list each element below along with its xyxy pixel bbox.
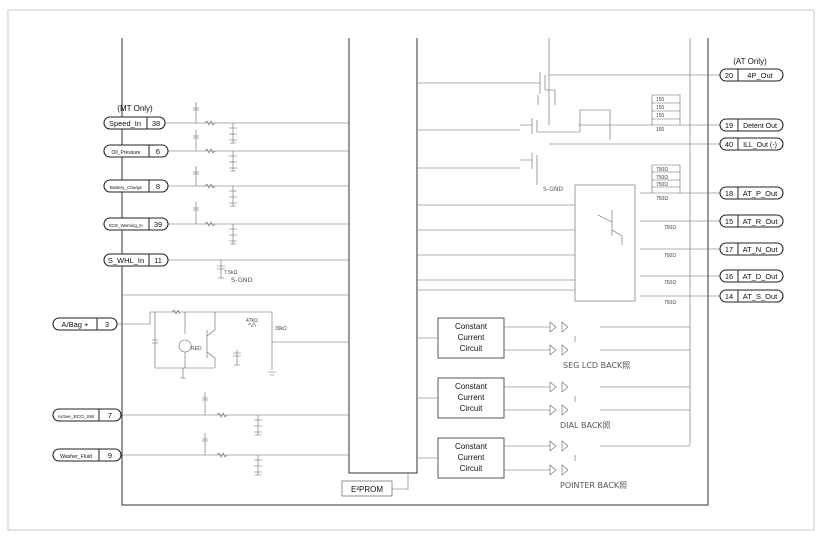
right-pin-at-d-out: 16 AT_D_Out	[719, 269, 784, 283]
mt-only-header: (MT Only)	[117, 104, 153, 113]
pin-label: AT_N_Out	[743, 245, 779, 254]
pin-number: 3	[105, 320, 109, 329]
label-750-h: 750Ω	[664, 300, 676, 306]
label-150-d: 150	[656, 127, 665, 133]
pin-label: Oil_Pressure	[112, 150, 141, 156]
pin-number: 7	[108, 411, 112, 420]
pin-label: Battery_Charge	[110, 185, 143, 190]
right-pin-4p-out: 20 4P_Out	[719, 68, 784, 82]
pin-label: ILL_Out (-)	[743, 142, 777, 149]
pin-label: 4P_Out	[747, 71, 773, 80]
input-filter-components	[152, 102, 276, 476]
pin-label: S_WHL_In	[108, 256, 144, 265]
circuit-boundary	[121, 38, 709, 506]
eeprom-label: E²PROM	[351, 485, 383, 494]
block-line3: Circuit	[460, 404, 483, 413]
right-pin-at-s-out: 14 AT_S_Out	[719, 289, 784, 303]
label-150-a: 150	[656, 97, 665, 103]
block-line3: Circuit	[460, 344, 483, 353]
label-750-a: 750Ω	[656, 167, 668, 173]
label-750-b: 750Ω	[656, 175, 668, 181]
pin-label: Washer_Fluid	[60, 454, 92, 460]
label-sgnd-left: S-GND	[231, 276, 253, 284]
label-150-b: 150	[656, 105, 665, 111]
pin-number: 18	[725, 189, 733, 198]
pin-number: 39	[154, 220, 162, 229]
pin-number: 15	[725, 217, 733, 226]
pin-label: Detent Out	[743, 123, 777, 130]
label-750-e: 750Ω	[664, 225, 676, 231]
right-pin-at-p-out: 18 AT_P_Out	[719, 186, 784, 200]
left-pin-abag: A/Bag + 3	[52, 317, 118, 331]
pin-label: Active_ECO_SW	[58, 414, 95, 420]
label-750-d: 750Ω	[656, 196, 668, 202]
left-pin-oil-pressure: Oil_Pressure 6	[103, 144, 169, 158]
label-47k: 47kΩ	[246, 318, 258, 324]
outer-frame	[7, 9, 815, 531]
pin-number: 19	[725, 121, 733, 130]
block-line2: Current	[458, 453, 485, 462]
block-caption: SEG LCD BACK照	[563, 361, 630, 370]
label-150-c: 150	[656, 113, 665, 119]
pin-label: ECE_Warning_In	[109, 223, 143, 228]
pin-label: AT_S_Out	[743, 292, 778, 301]
label-sgnd-right: S-GND	[543, 186, 563, 193]
at-only-header: (AT Only)	[733, 57, 767, 66]
label-7-5k: 7.5kΩ	[224, 270, 237, 276]
right-pin-detent-out: 19 Detent Out	[719, 118, 784, 132]
pin-number: 17	[725, 245, 733, 254]
block-line2: Current	[458, 393, 485, 402]
pin-number: 6	[156, 147, 160, 156]
left-pin-ece-warning-in: ECE_Warning_In 39	[103, 217, 169, 231]
right-pin-at-r-out: 15 AT_R_Out	[719, 214, 784, 228]
block-caption: DIAL BACK照	[560, 421, 611, 430]
left-pin-washer-fluid: Washer_Fluid 9	[52, 448, 122, 462]
mcu-block	[348, 38, 418, 474]
pin-label: AT_R_Out	[743, 217, 779, 226]
block-caption: POINTER BACK照	[560, 481, 627, 490]
pin-number: 16	[725, 272, 733, 281]
label-750-c: 750Ω	[656, 182, 668, 188]
pin-number: 8	[156, 182, 160, 191]
eeprom-box	[341, 480, 393, 497]
block-line3: Circuit	[460, 464, 483, 473]
block-line1: Constant	[455, 442, 488, 451]
block-line1: Constant	[455, 322, 488, 331]
pin-number: 14	[725, 292, 733, 301]
pin-label: Speed_In	[109, 119, 141, 128]
right-pin-at-n-out: 17 AT_N_Out	[719, 242, 784, 256]
pin-number: 38	[152, 119, 160, 128]
left-pin-s-whl-in: S_WHL_In 11	[103, 253, 169, 267]
label-39k: 39kΩ	[275, 326, 287, 332]
pin-number: 20	[725, 71, 733, 80]
left-pin-speed-in: Speed_In 38	[103, 116, 166, 130]
left-pin-battery-charge: Battery_Charge 8	[103, 179, 169, 193]
block-line2: Current	[458, 333, 485, 342]
constant-current-block-3: Constant Current Circuit POINTER BACK照	[417, 437, 690, 490]
constant-current-block-1: Constant Current Circuit SEG LCD BACK照	[417, 317, 690, 370]
left-pin-active-eco-sw: Active_ECO_SW 7	[52, 408, 122, 422]
pin-number: 11	[154, 256, 162, 265]
pin-label: A/Bag +	[62, 320, 90, 329]
decoder-ic	[574, 184, 636, 302]
pin-number: 9	[108, 451, 112, 460]
right-pin-ill-out: 40 ILL_Out (-)	[719, 137, 784, 151]
label-750-f: 750Ω	[664, 253, 676, 259]
output-driver-components	[520, 72, 681, 245]
constant-current-block-2: Constant Current Circuit DIAL BACK照	[417, 377, 690, 430]
block-line1: Constant	[455, 382, 488, 391]
pin-number: 40	[725, 140, 733, 149]
label-led-red: RED	[191, 346, 202, 352]
label-750-g: 750Ω	[664, 280, 676, 286]
pin-label: AT_P_Out	[743, 189, 778, 198]
pin-label: AT_D_Out	[743, 272, 779, 281]
